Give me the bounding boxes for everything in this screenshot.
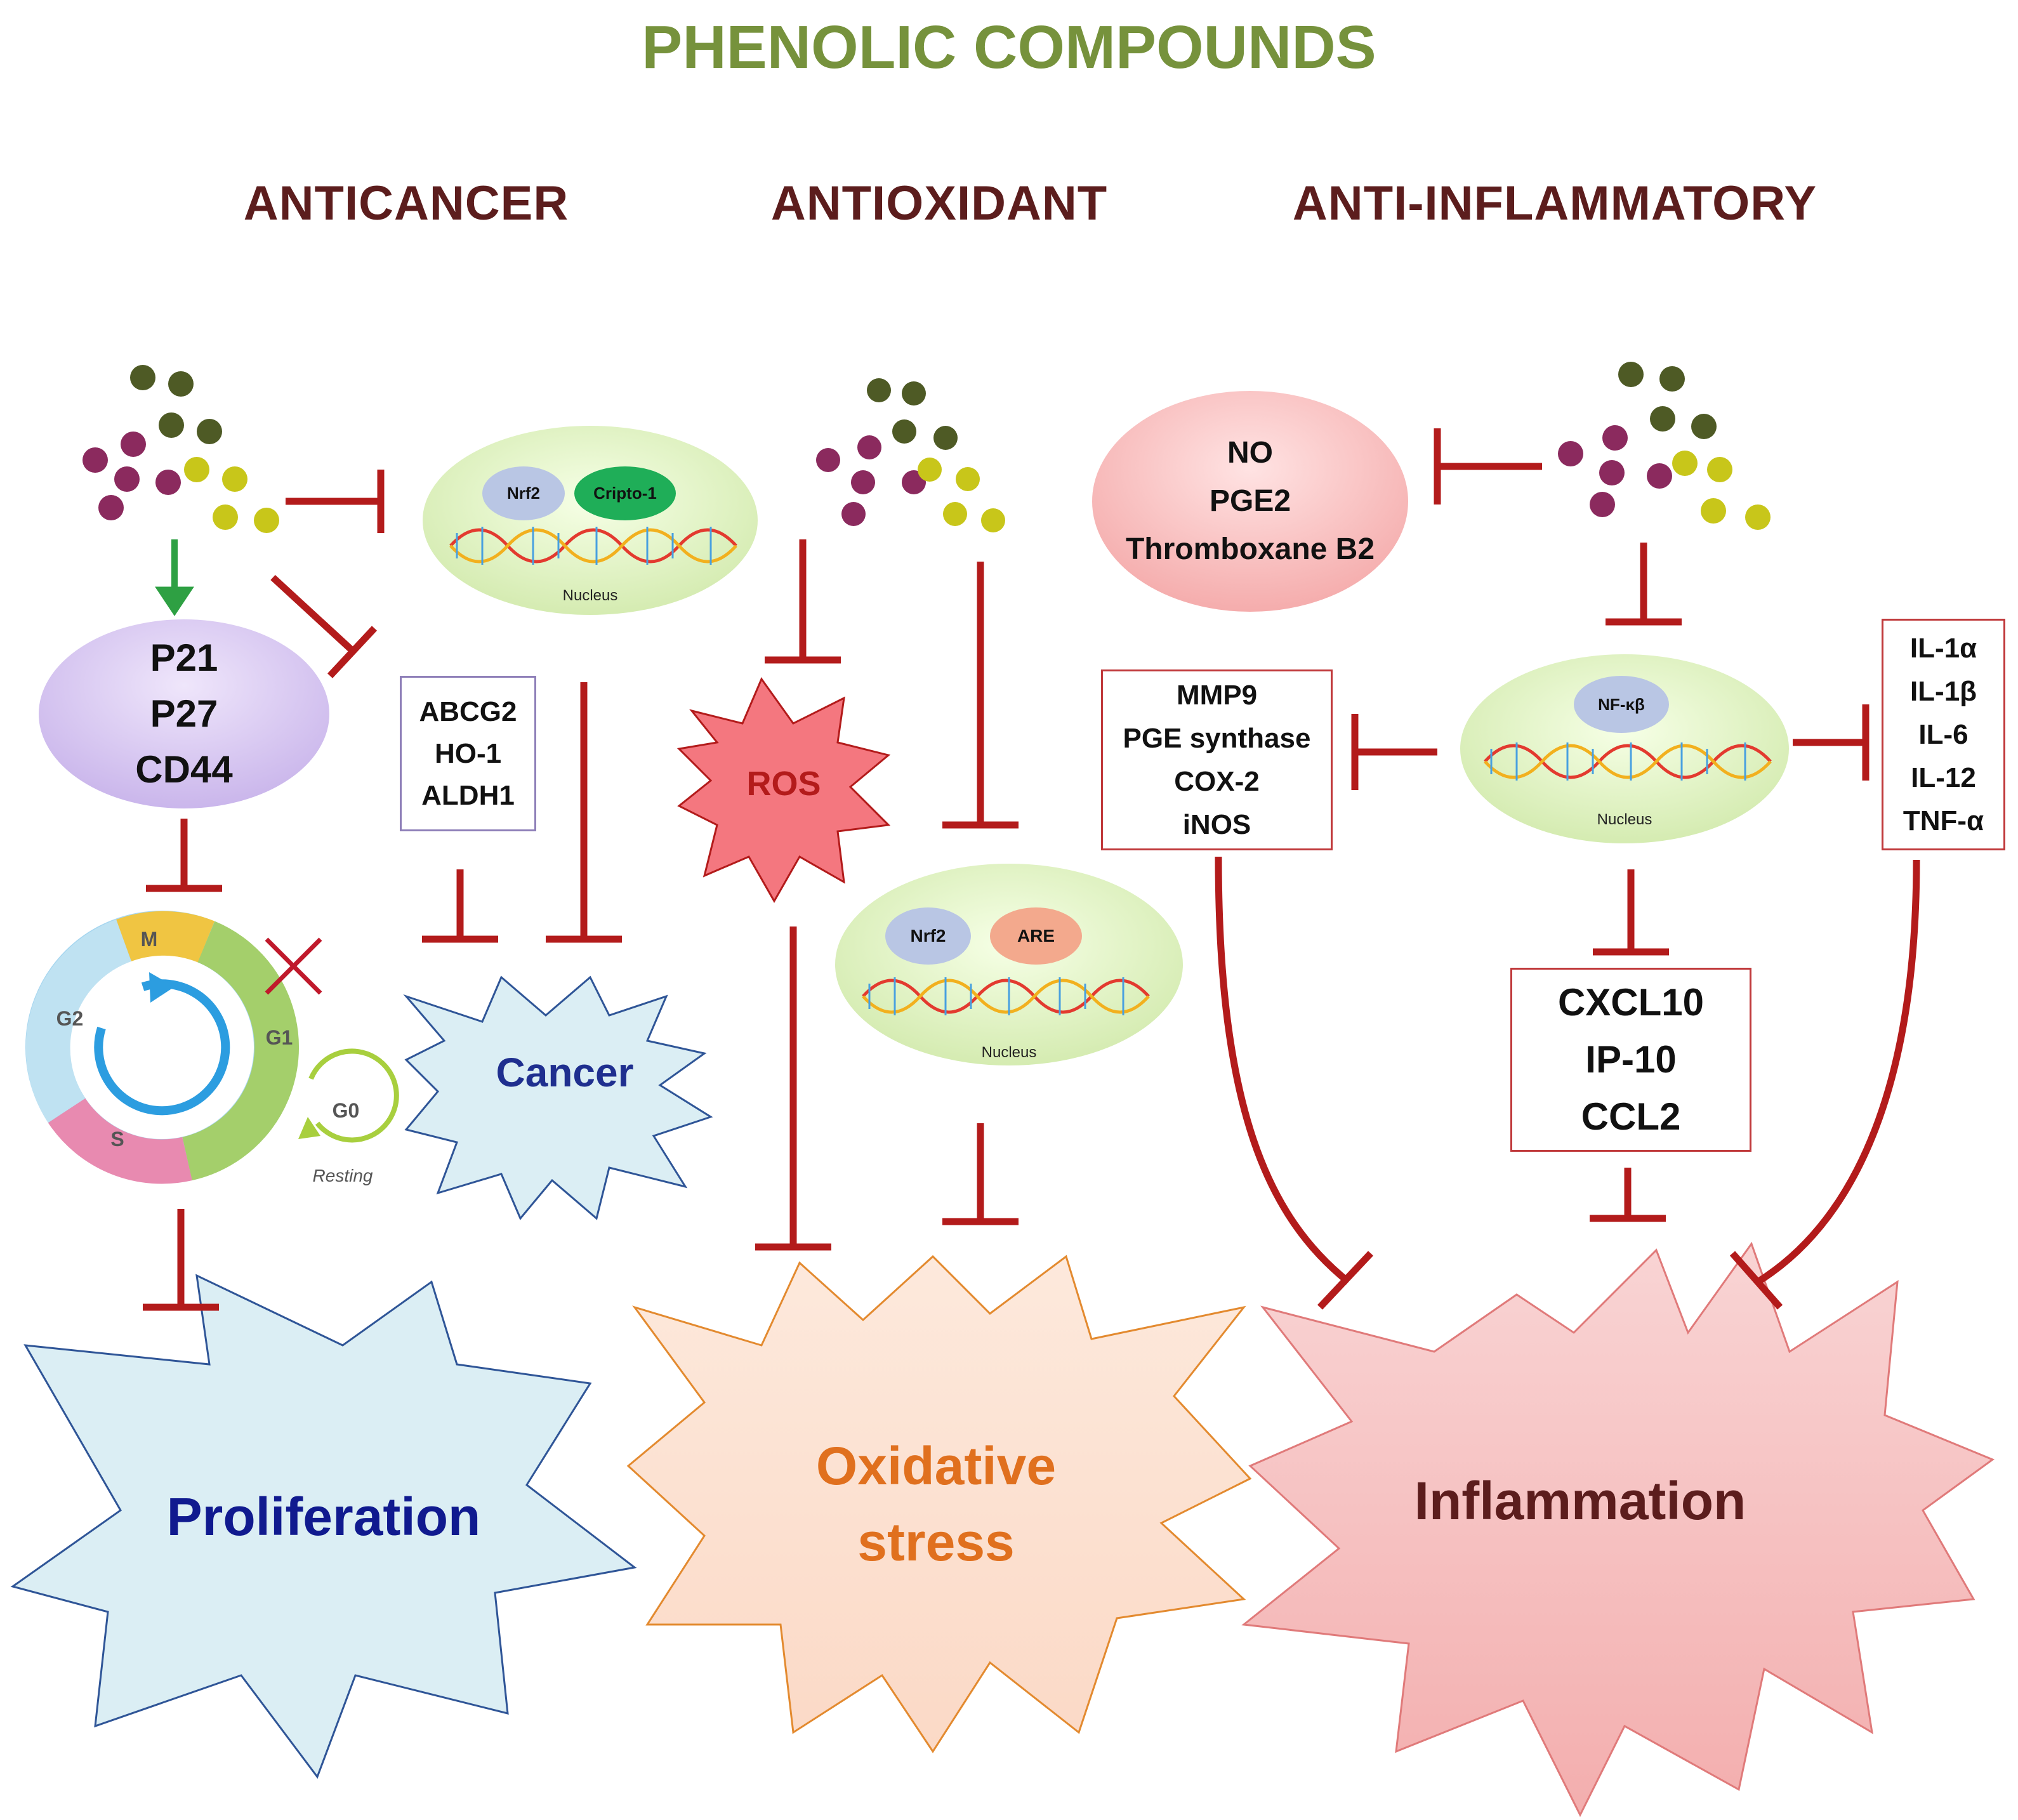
cross-mark — [265, 937, 322, 995]
phenolic-dots-3 — [1558, 362, 1771, 530]
enzymes-box: MMP9 PGE synthase COX-2 iNOS — [1101, 669, 1333, 850]
oxidative-word: Oxidative — [815, 1436, 1057, 1496]
nfkb-badge: NF-κβ — [1574, 676, 1669, 733]
dna-helix-2 — [862, 977, 1150, 1015]
transporter-aldh1: ALDH1 — [421, 779, 515, 811]
mediator-no: NO — [1227, 436, 1273, 470]
ros-starburst — [676, 676, 891, 904]
nucleus-antioxidant-shape — [834, 862, 1184, 1067]
stress-word: stress — [857, 1512, 1015, 1572]
inhibition-lines — [143, 428, 1920, 1311]
marker-cd44: CD44 — [135, 748, 233, 791]
cytokines-box: IL-1α IL-1β IL-6 IL-12 TNF-α — [1882, 619, 2005, 850]
inflammation-starburst — [1241, 1241, 1995, 1817]
transporter-abcg2: ABCG2 — [419, 696, 517, 727]
transporter-ho1: HO-1 — [434, 737, 502, 769]
mediators-list: NO PGE2 Thromboxane B2 — [1104, 397, 1396, 606]
markers-list: P21 P27 CD44 — [57, 625, 311, 803]
nucleus-label-2: Nucleus — [981, 1044, 1037, 1061]
g0-loop — [298, 1048, 399, 1143]
phase-m: M — [140, 927, 158, 951]
mediators-ellipse — [1091, 390, 1409, 613]
cancer-starburst — [403, 975, 713, 1220]
inflammation-label: Inflammation — [1414, 1470, 1746, 1531]
phenolic-dots-2 — [816, 378, 1005, 532]
chemokine-ip10: IP-10 — [1585, 1038, 1677, 1081]
cripto1-badge: Cripto-1 — [574, 466, 676, 520]
markers-ellipse — [37, 618, 331, 810]
enzyme-pge-synthase: PGE synthase — [1123, 722, 1311, 754]
nrf2-badge-2: Nrf2 — [885, 907, 971, 965]
nucleus-inflammation-shape — [1459, 653, 1790, 845]
phase-g2: G2 — [56, 1006, 84, 1030]
ros-label: ROS — [746, 765, 821, 803]
nrf2-badge: Nrf2 — [482, 466, 565, 520]
dna-helix-3 — [1484, 742, 1772, 781]
cancer-label: Cancer — [496, 1050, 634, 1095]
chemokine-cxcl10: CXCL10 — [1557, 981, 1705, 1024]
cytokine-il6: IL-6 — [1918, 718, 1969, 750]
oxidative-stress-label: Oxidative stress — [730, 1421, 1142, 1586]
chemokine-ccl2: CCL2 — [1581, 1095, 1681, 1138]
cell-cycle-ring — [25, 911, 300, 1184]
are-badge: ARE — [990, 907, 1082, 965]
phase-s: S — [110, 1127, 124, 1151]
page-title: PHENOLIC COMPOUNDS — [642, 13, 1376, 81]
dna-helix-1 — [449, 527, 737, 565]
marker-p27: P27 — [150, 692, 218, 735]
nucleus-label-3: Nucleus — [1597, 811, 1652, 828]
oxidative-starburst — [626, 1255, 1252, 1753]
cytokine-il1b: IL-1β — [1909, 675, 1977, 707]
cytokine-tnfa: TNF-α — [1903, 805, 1984, 836]
nucleus-label-1: Nucleus — [562, 587, 618, 604]
chemokines-box: CXCL10 IP-10 CCL2 — [1510, 968, 1751, 1152]
proliferation-label: Proliferation — [166, 1486, 481, 1546]
resting-label: Resting — [312, 1165, 373, 1185]
phase-g0: G0 — [332, 1098, 360, 1122]
enzyme-cox2: COX-2 — [1174, 765, 1260, 797]
heading-anti-inflammatory: ANTI-INFLAMMATORY — [1292, 176, 1817, 230]
enzyme-mmp9: MMP9 — [1176, 679, 1258, 711]
cytokine-il1a: IL-1α — [1909, 632, 1977, 664]
heading-antioxidant: ANTIOXIDANT — [770, 176, 1108, 230]
activation-arrow — [155, 539, 194, 616]
cytokine-il12: IL-12 — [1911, 762, 1976, 793]
transporters-box: ABCG2 HO-1 ALDH1 — [400, 676, 536, 831]
enzyme-inos: iNOS — [1182, 808, 1251, 840]
phenolic-dots-1 — [82, 365, 279, 533]
mediator-thromboxane: Thromboxane B2 — [1125, 532, 1375, 566]
proliferation-starburst — [10, 1274, 637, 1779]
heading-anticancer: ANTICANCER — [243, 176, 569, 230]
mediator-pge2: PGE2 — [1209, 484, 1291, 518]
marker-p21: P21 — [150, 636, 218, 679]
phase-g1: G1 — [265, 1025, 293, 1049]
